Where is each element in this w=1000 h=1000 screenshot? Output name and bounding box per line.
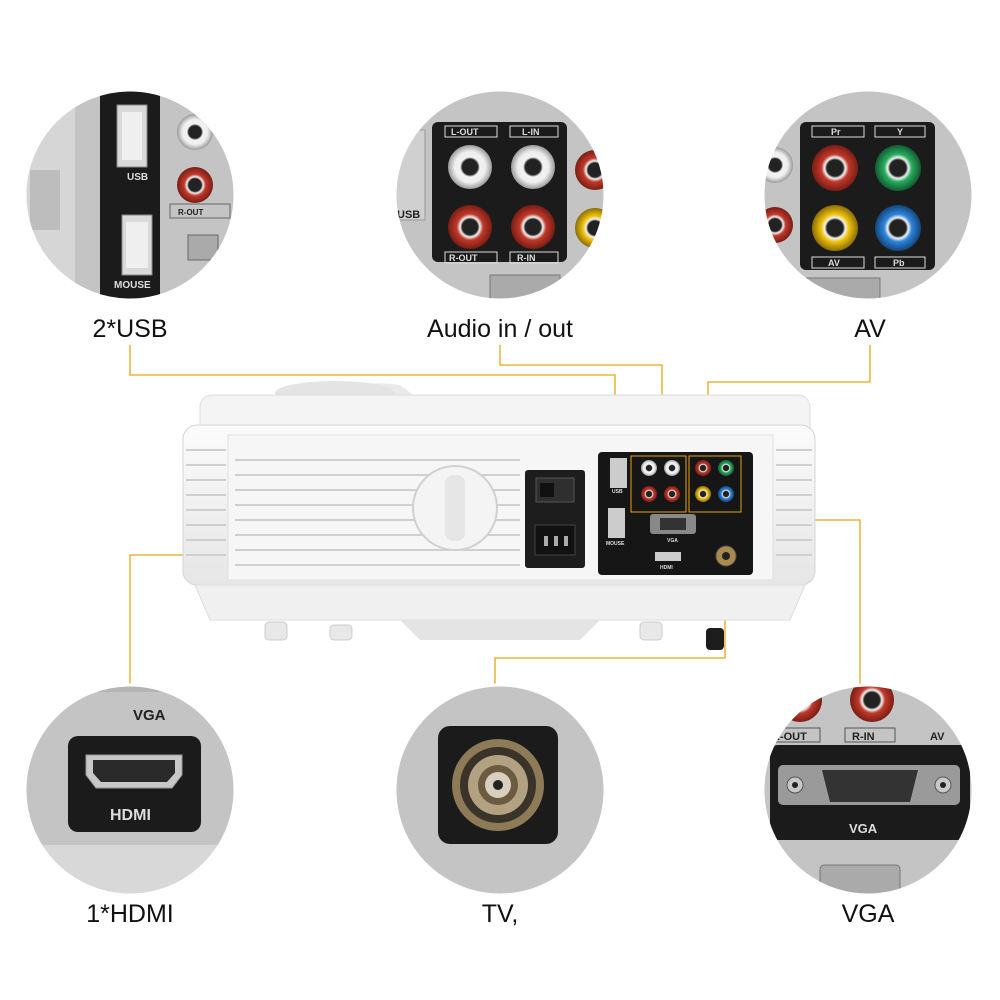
usb-zoom-circle: R-OUT USB MOUSE <box>25 90 235 300</box>
hdmi-circle-vga-label: VGA <box>133 707 166 724</box>
av-y-jack <box>875 145 921 191</box>
av-pr-label: Pr <box>831 127 841 137</box>
usb-panel-label: USB <box>127 172 148 183</box>
usb-callout-label: 2*USB <box>92 315 168 343</box>
av-pb-label: Pb <box>893 258 905 268</box>
av-video-jack <box>812 205 858 251</box>
hdmi-panel-label: HDMI <box>110 807 151 824</box>
panel-mouse-label: MOUSE <box>606 541 625 547</box>
hdmi-zoom-circle: VGA HDMI <box>25 685 235 895</box>
tv-zoom-circle <box>395 685 605 895</box>
hdmi-callout-label: 1*HDMI <box>86 900 174 928</box>
panel-mouse-port <box>608 508 625 538</box>
vga-circle-rin-label: R-IN <box>852 731 875 743</box>
audio-callout-label: Audio in / out <box>427 315 573 343</box>
av-panel <box>800 122 935 270</box>
audio-rout-jack <box>448 205 492 249</box>
audio-lin-label: L-IN <box>522 127 540 137</box>
audio-rout-label: R-OUT <box>449 253 478 263</box>
panel-hdmi-port <box>655 552 681 561</box>
svg-text:R-OUT: R-OUT <box>178 208 203 217</box>
vga-zoom-circle: R-OUT R-IN AV VGA <box>763 685 973 895</box>
svg-text:USB: USB <box>397 209 420 221</box>
av-callout-label: AV <box>854 315 886 343</box>
io-panel <box>598 452 753 575</box>
av-pb-jack <box>875 205 921 251</box>
vga-circle-av-label: AV <box>930 731 945 743</box>
panel-hdmi-label: HDMI <box>660 565 673 571</box>
audio-rin-jack <box>511 205 555 249</box>
av-y-label: Y <box>897 127 903 137</box>
vga-panel-label: VGA <box>849 821 878 836</box>
audio-zoom-circle: USB L-OUT L-IN R-OUT R-IN <box>395 90 605 300</box>
mouse-panel-label: MOUSE <box>114 280 151 291</box>
audio-lin-jack <box>511 145 555 189</box>
panel-usb-label: USB <box>612 489 623 495</box>
vga-callout-label: VGA <box>841 900 895 928</box>
panel-vga-label: VGA <box>667 538 678 544</box>
audio-lout-label: L-OUT <box>451 127 479 137</box>
av-zoom-circle: Pr Y AV Pb <box>763 90 973 300</box>
audio-rin-label: R-IN <box>517 253 536 263</box>
panel-usb-port <box>610 458 627 488</box>
tv-callout-label: TV, <box>481 900 519 928</box>
av-pr-jack <box>812 145 858 191</box>
audio-lout-jack <box>448 145 492 189</box>
av-av-label: AV <box>828 258 840 268</box>
projector-body: USB MOUSE VGA HDMI <box>182 381 816 650</box>
